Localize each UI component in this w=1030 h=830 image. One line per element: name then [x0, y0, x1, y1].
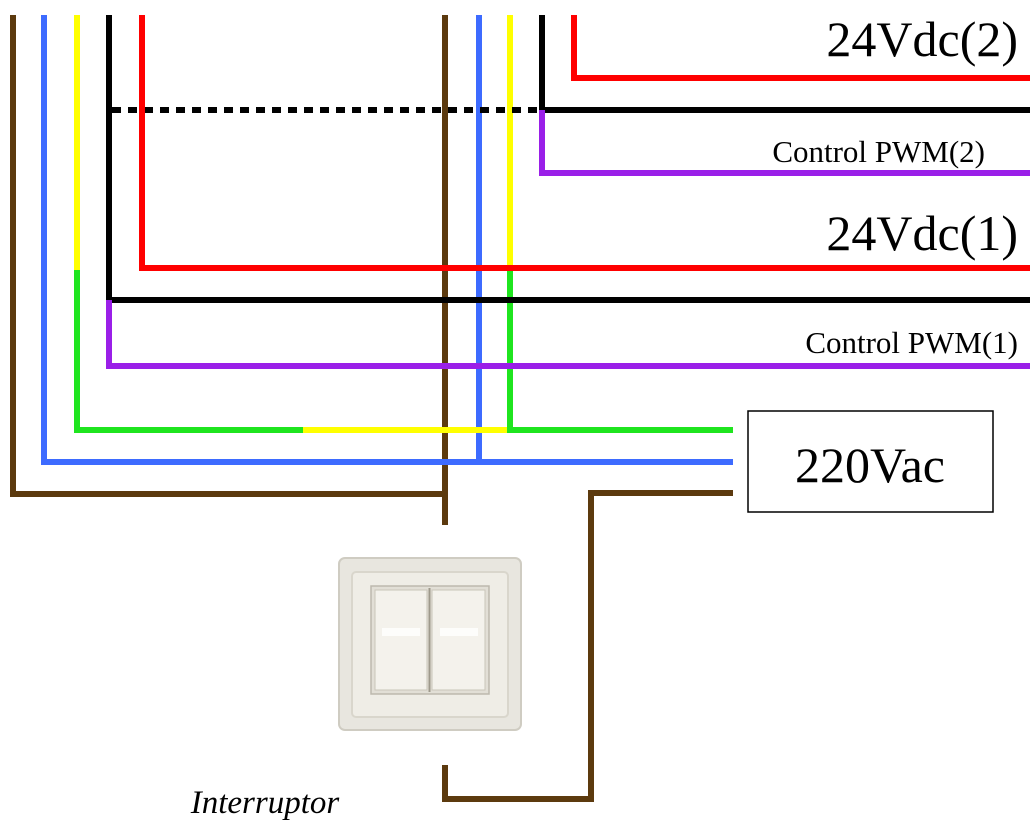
label-control-pwm-2: Control PWM(2)	[772, 134, 985, 169]
label-control-pwm-1: Control PWM(1)	[805, 325, 1018, 360]
label-220vac: 220Vac	[795, 437, 945, 493]
red-wire-left	[139, 15, 1030, 271]
label-24vdc-1: 24Vdc(1)	[826, 205, 1018, 261]
purple-wire-left	[106, 300, 1030, 369]
double-light-switch-icon	[330, 548, 530, 738]
red-wire-right	[571, 15, 1030, 81]
blue-wire-left	[41, 15, 733, 465]
brown-wire-ac	[442, 490, 733, 802]
purple-wire-right	[539, 110, 1030, 176]
brown-wire-left	[10, 15, 448, 525]
label-220vac-box	[747, 410, 994, 513]
green-wire-left	[74, 270, 303, 433]
label-24vdc-2: 24Vdc(2)	[826, 11, 1018, 67]
label-interruptor: Interruptor	[190, 785, 340, 821]
green-wire-right	[507, 270, 733, 433]
